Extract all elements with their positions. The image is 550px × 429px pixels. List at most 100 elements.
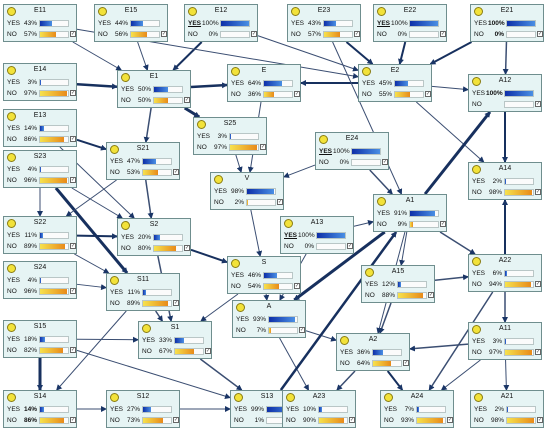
- node-checkbox-icon[interactable]: ✓: [251, 31, 257, 37]
- node-checkbox-icon[interactable]: ✓: [447, 417, 453, 423]
- node-checkbox-icon[interactable]: ✓: [260, 144, 266, 150]
- yes-percent: 4%: [27, 166, 37, 173]
- yes-percent: 98%: [230, 188, 244, 195]
- yes-percent: 93%: [252, 316, 266, 323]
- node-checkbox-icon[interactable]: ✓: [535, 189, 541, 195]
- node-checkbox-icon[interactable]: ✓: [535, 349, 541, 355]
- yes-label: YES: [142, 337, 156, 344]
- no-probability-bar: [229, 144, 259, 151]
- node-checkbox-icon[interactable]: ✓: [70, 90, 76, 96]
- node-checkbox-icon[interactable]: ✓: [354, 31, 360, 37]
- no-probability-fill: [247, 200, 248, 205]
- node-checkbox-icon[interactable]: ✓: [425, 91, 431, 97]
- node-checkbox-icon[interactable]: ✓: [299, 327, 305, 333]
- node-checkbox-icon[interactable]: ✓: [535, 101, 541, 107]
- yes-probability-bar: [246, 188, 276, 195]
- node-checkbox-icon[interactable]: ✓: [537, 417, 543, 423]
- yes-label: YES: [384, 406, 398, 413]
- node-checkbox-icon[interactable]: ✓: [70, 31, 76, 37]
- node-header: S22: [4, 217, 76, 230]
- yes-probability-bar: [504, 90, 534, 97]
- yes-label: YES: [377, 20, 391, 27]
- node-checkbox-icon[interactable]: ✓: [403, 360, 409, 366]
- node-checkbox-icon[interactable]: ✓: [440, 31, 446, 37]
- node-checkbox-icon[interactable]: ✓: [294, 283, 300, 289]
- no-probability-bar: [416, 417, 446, 424]
- node-checkbox-icon[interactable]: ✓: [535, 281, 541, 287]
- node-checkbox-icon[interactable]: ✓: [349, 417, 355, 423]
- node-header: A21: [471, 391, 543, 404]
- yes-probability-fill: [319, 407, 322, 412]
- yes-label: YES: [214, 188, 228, 195]
- node-checkbox-icon[interactable]: ✓: [382, 159, 388, 165]
- node-checkbox-icon[interactable]: ✓: [440, 221, 446, 227]
- node-checkbox-icon[interactable]: ✓: [70, 288, 76, 294]
- node-checkbox-icon[interactable]: ✓: [173, 169, 179, 175]
- node-checkbox-icon[interactable]: ✓: [70, 136, 76, 142]
- node-name: S12: [136, 393, 150, 400]
- node-checkbox-icon[interactable]: ✓: [537, 31, 543, 37]
- yes-probability-fill: [352, 149, 380, 154]
- node-checkbox-icon[interactable]: ✓: [428, 292, 434, 298]
- node-checkbox-icon[interactable]: ✓: [161, 31, 167, 37]
- node-checkbox-icon[interactable]: ✓: [184, 97, 190, 103]
- node-checkbox-icon[interactable]: ✓: [347, 243, 353, 249]
- node-checkbox-icon[interactable]: ✓: [277, 199, 283, 205]
- yes-label: YES: [234, 406, 248, 413]
- edge-a1-a22: [439, 231, 476, 255]
- node-checkbox-icon[interactable]: ✓: [173, 417, 179, 423]
- node-checkbox-icon[interactable]: ✓: [173, 300, 179, 306]
- node-checkbox-icon[interactable]: ✓: [70, 243, 76, 249]
- node-checkbox-icon[interactable]: ✓: [70, 347, 76, 353]
- no-label: NO: [7, 288, 17, 295]
- no-probability-fill: [40, 289, 67, 294]
- node-checkbox-icon[interactable]: ✓: [70, 177, 76, 183]
- no-label: NO: [286, 417, 296, 424]
- node-checkbox-icon[interactable]: ✓: [70, 417, 76, 423]
- node-checkbox-icon[interactable]: ✓: [205, 348, 211, 354]
- yes-percent: 11%: [127, 289, 140, 296]
- node-checkbox-icon[interactable]: ✓: [184, 245, 190, 251]
- node-checkbox-icon[interactable]: ✓: [294, 91, 300, 97]
